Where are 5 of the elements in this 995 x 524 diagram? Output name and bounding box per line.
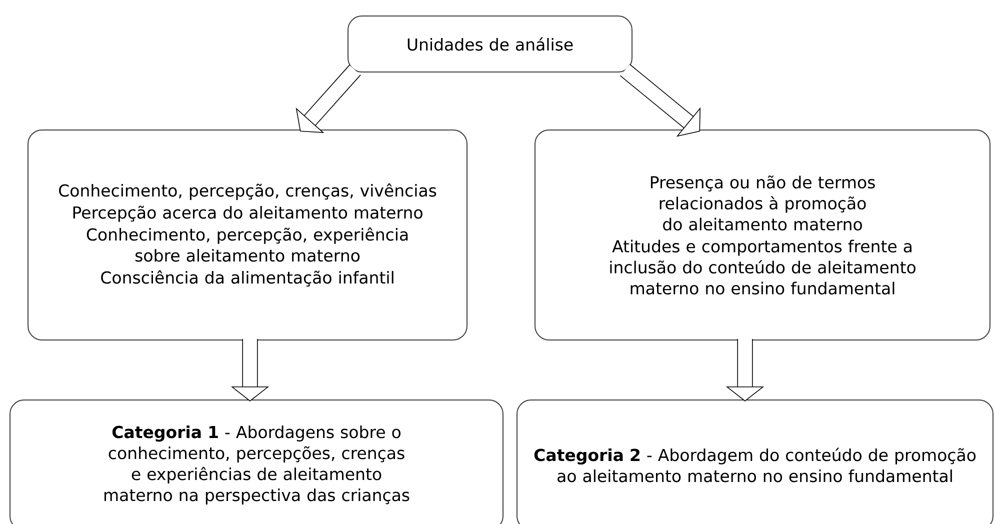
rounded-box: Presença ou não de termos relacionados à promoção do aleitamento materno Atitudes e comportamentos frente a inclusão do conteúdo de aleitamento materno no ensino fundamental [534,130,990,340]
rounded-box: Conhecimento, percepção, crenças, vivências Percepção acerca do aleitamento materno Conhecimento, percepção, experiência sobre aleitamento materno Consciência da alimentação infantil [28,130,468,340]
rounded-box: Categoria 2 - Abordagem do conteúdo de promoção ao aleitamento materno no ensino fundamental [516,400,994,524]
rounded-box: Unidades de análise [348,16,632,72]
rounded-box: Categoria 1 - Abordagens sobre o conhecimento, percepções, crenças e experiências de aleitamento materno na perspectiva das crianças [10,400,504,524]
